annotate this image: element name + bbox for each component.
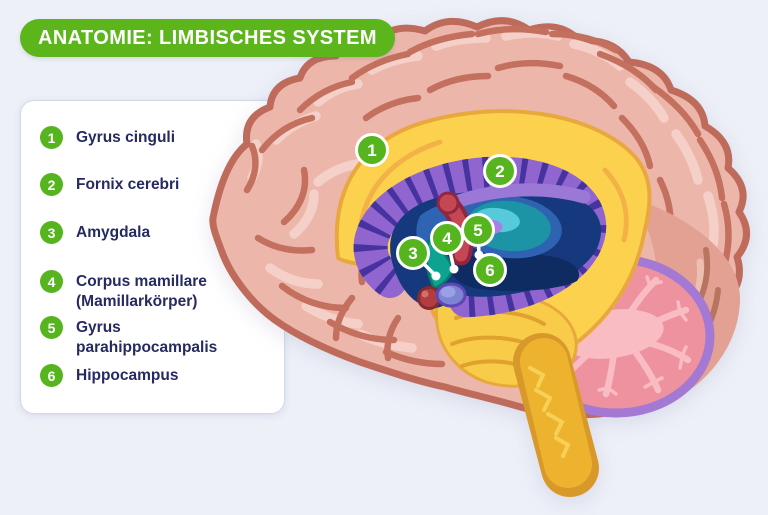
legend-label: Gyrus cinguli — [76, 129, 176, 146]
legend-number-badge: 5 — [40, 316, 63, 339]
marker-4: 4 — [430, 221, 464, 274]
marker-connector-dot — [431, 271, 441, 281]
legend-item-5: 5 Gyrus parahippocampalis — [40, 316, 218, 358]
marker-circle — [355, 133, 389, 167]
marker-circle — [430, 221, 464, 255]
amygdala — [435, 282, 467, 308]
legend-item-4: 4 Corpus mamillare (Mamillarkörper) — [40, 270, 207, 312]
legend-number-badge: 3 — [40, 221, 63, 244]
legend-number-badge: 2 — [40, 173, 63, 196]
marker-number: 6 — [485, 261, 494, 280]
marker-number: 4 — [442, 229, 452, 248]
marker-number: 5 — [473, 221, 482, 240]
marker-circle — [396, 236, 430, 270]
marker-5: 5 — [461, 213, 495, 260]
limbic-ring-stripes — [353, 156, 607, 318]
marker-number: 3 — [408, 244, 417, 263]
legend-number-badge: 4 — [40, 270, 63, 293]
legend-number-badge: 6 — [40, 364, 63, 387]
marker-2: 2 — [483, 154, 517, 188]
legend-item-2: 2 Fornix cerebri — [40, 173, 180, 196]
legend-item-1: 1 Gyrus cinguli — [40, 126, 176, 149]
marker-3: 3 — [396, 236, 441, 281]
legend-label: Hippocampus — [76, 367, 179, 384]
title-banner: ANATOMIE: LIMBISCHES SYSTEM — [20, 19, 395, 57]
legend-item-6: 6 Hippocampus — [40, 364, 179, 387]
legend-label: Gyrus parahippocampalis — [76, 319, 218, 356]
fornix-column — [436, 191, 474, 266]
marker-1: 1 — [355, 133, 389, 167]
mamillary-body — [417, 286, 441, 310]
legend-label: Corpus mamillare (Mamillarkörper) — [76, 273, 207, 310]
gyri-folds — [243, 25, 732, 368]
marker-circle — [461, 213, 495, 247]
marker-circle — [473, 253, 507, 287]
brainstem-texture — [528, 366, 571, 458]
marker-circle — [483, 154, 517, 188]
legend-number-badge: 1 — [40, 126, 63, 149]
marker-number: 2 — [495, 162, 504, 181]
legend-label: Fornix cerebri — [76, 176, 180, 193]
legend-item-3: 3 Amygdala — [40, 221, 151, 244]
page-title: ANATOMIE: LIMBISCHES SYSTEM — [38, 27, 377, 49]
legend-label: Amygdala — [76, 224, 151, 241]
brainstem — [513, 333, 599, 497]
marker-6: 6 — [473, 253, 507, 287]
markers-layer: 1 2 3 4 5 6 — [355, 133, 517, 287]
marker-connector-dot — [449, 264, 459, 274]
marker-number: 1 — [367, 141, 376, 160]
fornix-band — [452, 183, 591, 208]
